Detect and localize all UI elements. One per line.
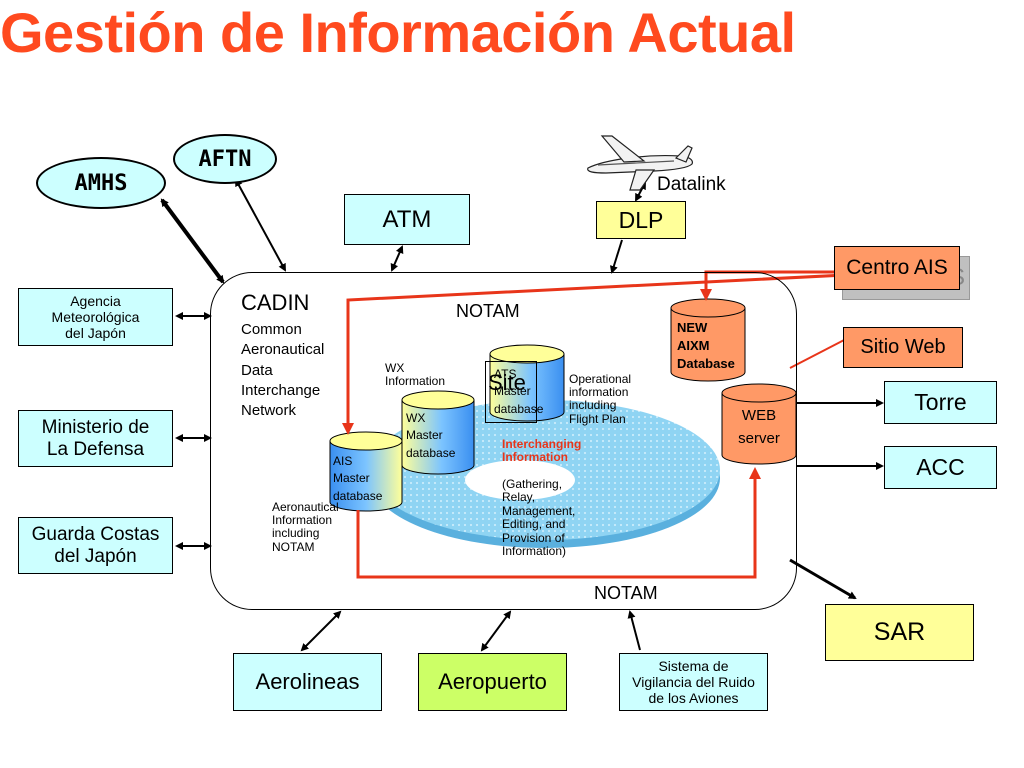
ats-database-label: ATS Master database xyxy=(494,367,544,416)
aerolineas-label: Aerolineas xyxy=(255,669,360,695)
aftn-node[interactable]: AFTN xyxy=(173,134,277,184)
web-server-label: WEB server xyxy=(738,407,780,448)
site-label: Site xyxy=(488,370,526,395)
guarda-costas-label: Guarda Costas del Japón xyxy=(31,523,160,567)
operational-info-label: Operational information including Flight… xyxy=(569,372,632,426)
sistema-label: Sistema de Vigilancia del Ruido de los A… xyxy=(632,657,755,707)
acc-node[interactable]: ACC xyxy=(884,446,997,489)
aftn-label: AFTN xyxy=(198,146,252,172)
centro-ais-node[interactable]: Centro AIS xyxy=(834,246,960,290)
sistema-node[interactable]: Sistema de Vigilancia del Ruido de los A… xyxy=(619,653,768,711)
ais-database-cylinder xyxy=(329,431,403,512)
interchanging-label: Interchanging Information xyxy=(502,437,582,464)
amhs-node[interactable]: AMHS xyxy=(36,157,166,209)
airplane-icon xyxy=(587,135,693,191)
gathering-label: (Gathering, Relay, Management, Editing, … xyxy=(502,477,576,559)
dlp-node[interactable]: DLP xyxy=(596,201,686,239)
acc-label: ACC xyxy=(916,454,965,481)
wx-database-cylinder xyxy=(401,390,475,475)
agencia-label: Agencia Meteorológica del Japón xyxy=(51,292,140,342)
sitio-web-node[interactable]: Sitio Web xyxy=(843,327,963,368)
notam-top-label: NOTAM xyxy=(456,301,520,321)
sitio-web-label: Sitio Web xyxy=(860,336,946,358)
cadin-title: CADIN xyxy=(241,290,310,315)
amhs-label: AMHS xyxy=(74,170,128,196)
torre-node[interactable]: Torre xyxy=(884,381,997,424)
ais-database-label: AIS Master database xyxy=(333,454,383,503)
page-title: Gestión de Información Actual xyxy=(0,1,796,64)
ministerio-label: Ministerio de La Defensa xyxy=(41,416,150,460)
notam-bottom-label: NOTAM xyxy=(594,583,658,603)
new-aixm-database-label: NEW AIXM Database xyxy=(677,320,735,372)
connectors xyxy=(160,178,884,652)
dlp-label: DLP xyxy=(618,206,664,233)
atm-node[interactable]: ATM xyxy=(344,194,470,245)
atm-connector xyxy=(390,245,404,272)
amhs-connector xyxy=(160,198,225,284)
sistema-connector xyxy=(627,610,641,651)
aeropuerto-node[interactable]: Aeropuerto xyxy=(418,653,567,711)
aerolineas-connector xyxy=(300,610,342,652)
torre-label: Torre xyxy=(914,389,967,416)
aftn-connector xyxy=(235,178,286,272)
wx-information-label: WX Information xyxy=(385,361,446,389)
notam-bottom-arrow xyxy=(356,467,761,579)
cadin-subtitle: Common Aeronautical Data Interchange Net… xyxy=(241,321,325,419)
ats-database-cylinder xyxy=(489,344,565,422)
centro-ais-label: Centro AIS xyxy=(846,255,948,279)
aerolineas-node[interactable]: Aerolineas xyxy=(233,653,382,711)
web-server-cylinder xyxy=(721,383,797,465)
cadin-network-frame xyxy=(210,272,797,610)
notam-top-arrow xyxy=(342,270,906,435)
wx-database-label: WX Master database xyxy=(406,411,456,460)
sar-connector xyxy=(789,558,857,600)
aeropuerto-connector xyxy=(480,610,512,652)
guarda-costas-node[interactable]: Guarda Costas del Japón xyxy=(18,517,173,574)
aeronautical-info-label: Aeronautical Information including NOTAM xyxy=(272,500,339,554)
sitio-web-connector xyxy=(789,337,849,369)
atm-label: ATM xyxy=(382,205,432,233)
aeropuerto-label: Aeropuerto xyxy=(438,669,547,695)
site-label-box: Site xyxy=(485,361,537,423)
new-aixm-database-cylinder xyxy=(670,298,746,382)
sar-label: SAR xyxy=(873,618,926,647)
agencia-node[interactable]: Agencia Meteorológica del Japón xyxy=(18,288,173,346)
sar-node[interactable]: SAR xyxy=(825,604,974,661)
datalink-label: Datalink xyxy=(657,174,726,195)
dlp-connector xyxy=(609,239,623,274)
ministerio-node[interactable]: Ministerio de La Defensa xyxy=(18,410,173,467)
